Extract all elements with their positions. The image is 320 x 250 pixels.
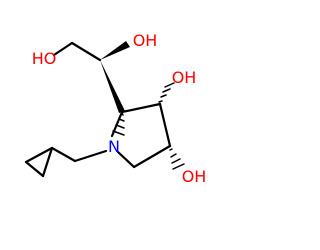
hashed-bond-c4-oh — [169, 148, 185, 170]
hashed-bond-c2-n — [112, 112, 125, 136]
bond-c2-c3 — [120, 102, 162, 114]
bond-cp2-cp3 — [24, 160, 45, 178]
bond-ho-ch2 — [52, 41, 74, 57]
wedge-chA-c2 — [100, 60, 125, 113]
hash-c2-1 — [121, 112, 124, 116]
hash-c4-1 — [169, 148, 173, 151]
atom-labels: HO OH OH N OH — [32, 31, 207, 186]
molecule-structure: HO OH OH N OH — [24, 31, 207, 186]
atom-label-oh-top: OH — [133, 31, 158, 50]
bond-ch2-cp1 — [50, 146, 77, 163]
hash-c4-3 — [171, 158, 181, 164]
hash-c2-4 — [112, 130, 125, 136]
hash-c3-2 — [160, 94, 167, 98]
atom-label-ho-left: HO — [32, 49, 57, 68]
hash-c4-4 — [172, 163, 185, 170]
bond-c3-c4 — [158, 102, 172, 148]
atom-label-oh-c3: OH — [172, 68, 197, 87]
hash-c4-2 — [170, 153, 177, 158]
wedge-bonds — [100, 41, 130, 113]
bond-c5-n — [116, 150, 136, 169]
single-bonds — [24, 41, 172, 178]
hash-c2-2 — [118, 118, 125, 122]
hash-c3-1 — [158, 100, 163, 103]
wedge-chA-oh — [100, 41, 130, 60]
hash-c3-3 — [162, 88, 171, 93]
atom-label-nitrogen: N — [108, 137, 120, 156]
bond-c4-c5 — [132, 144, 172, 169]
bond-n-ch2 — [73, 149, 108, 163]
hashed-bond-c3-oh — [158, 82, 175, 103]
bond-cp1-cp3 — [24, 146, 54, 164]
hash-c3-4 — [164, 82, 175, 88]
atom-label-oh-c4: OH — [182, 167, 207, 186]
hash-c2-3 — [115, 124, 125, 129]
bond-cp1-cp2 — [41, 146, 54, 178]
bond-ch2-chA — [70, 41, 102, 62]
